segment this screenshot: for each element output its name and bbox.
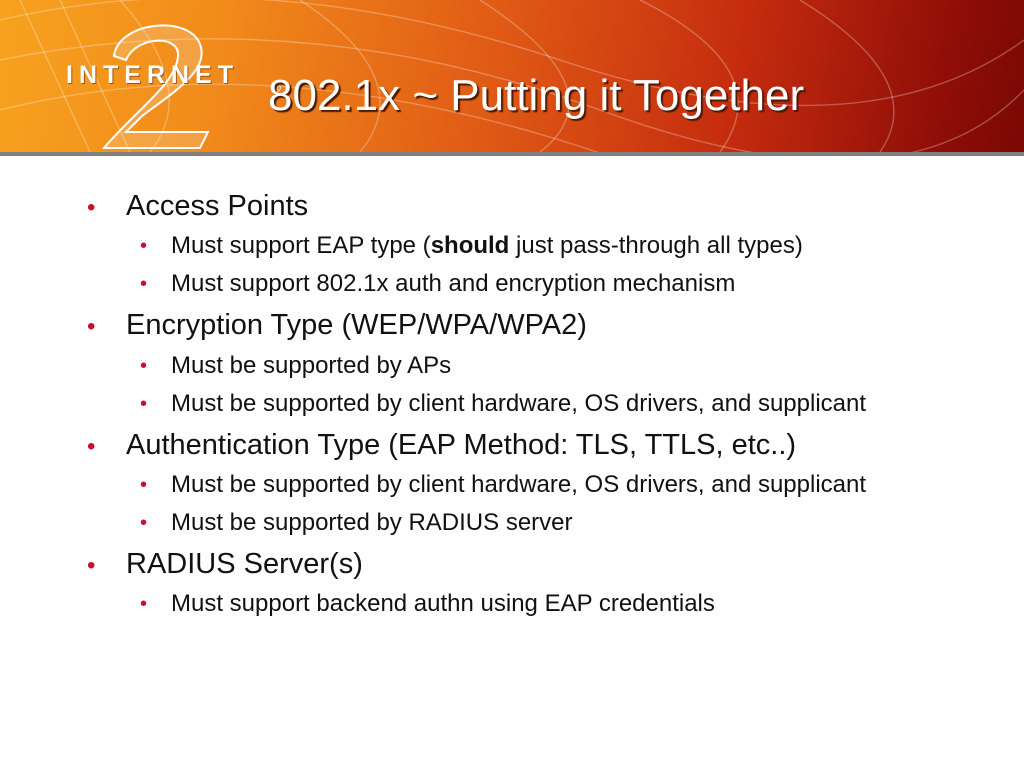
list-item: •Must be supported by APs <box>140 351 452 379</box>
header-banner: INTERNET ® 802.1x ~ Putting it Together <box>0 0 1024 152</box>
bullet-icon: • <box>140 392 148 415</box>
bullet-icon: • <box>140 354 148 377</box>
list-item: •Must support EAP type (should just pass… <box>140 232 803 260</box>
section-heading: •Access Points <box>0 190 1024 223</box>
bullet-icon: • <box>87 432 96 460</box>
header-divider <box>0 152 1024 156</box>
bullet-icon: • <box>140 474 148 497</box>
bullet-icon: • <box>140 593 148 616</box>
section-heading: •Encryption Type (WEP/WPA/WPA2) <box>0 309 1024 342</box>
internet2-logo: INTERNET ® <box>62 14 281 149</box>
bullet-icon: • <box>140 273 148 296</box>
logo-registered-mark: ® <box>272 81 281 95</box>
header-arc-lines <box>0 0 1024 152</box>
bullet-icon: • <box>87 313 96 341</box>
list-item: •Must be supported by client hardware, O… <box>140 389 867 417</box>
list-item: •Must be supported by client hardware, O… <box>140 471 867 499</box>
emphasis-text: should <box>430 232 510 260</box>
bullet-icon: • <box>87 194 96 221</box>
slide-title: 802.1x ~ Putting it Together <box>268 71 805 120</box>
logo-wordmark: INTERNET <box>66 61 239 89</box>
logo-numeral-two-icon <box>101 24 210 149</box>
list-item: •Must support 802.1x auth and encryption… <box>140 270 736 298</box>
section-heading: •RADIUS Server(s) <box>0 548 1024 581</box>
section-heading: •Authentication Type (EAP Method: TLS, T… <box>0 429 1024 462</box>
bullet-icon: • <box>140 512 148 535</box>
bullet-icon: • <box>140 235 148 258</box>
bullet-icon: • <box>87 552 96 580</box>
list-item: •Must support backend authn using EAP cr… <box>140 590 715 618</box>
bullet-list: •Access Points •Must support EAP type (s… <box>0 190 1024 619</box>
list-item: •Must be supported by RADIUS server <box>140 509 573 537</box>
